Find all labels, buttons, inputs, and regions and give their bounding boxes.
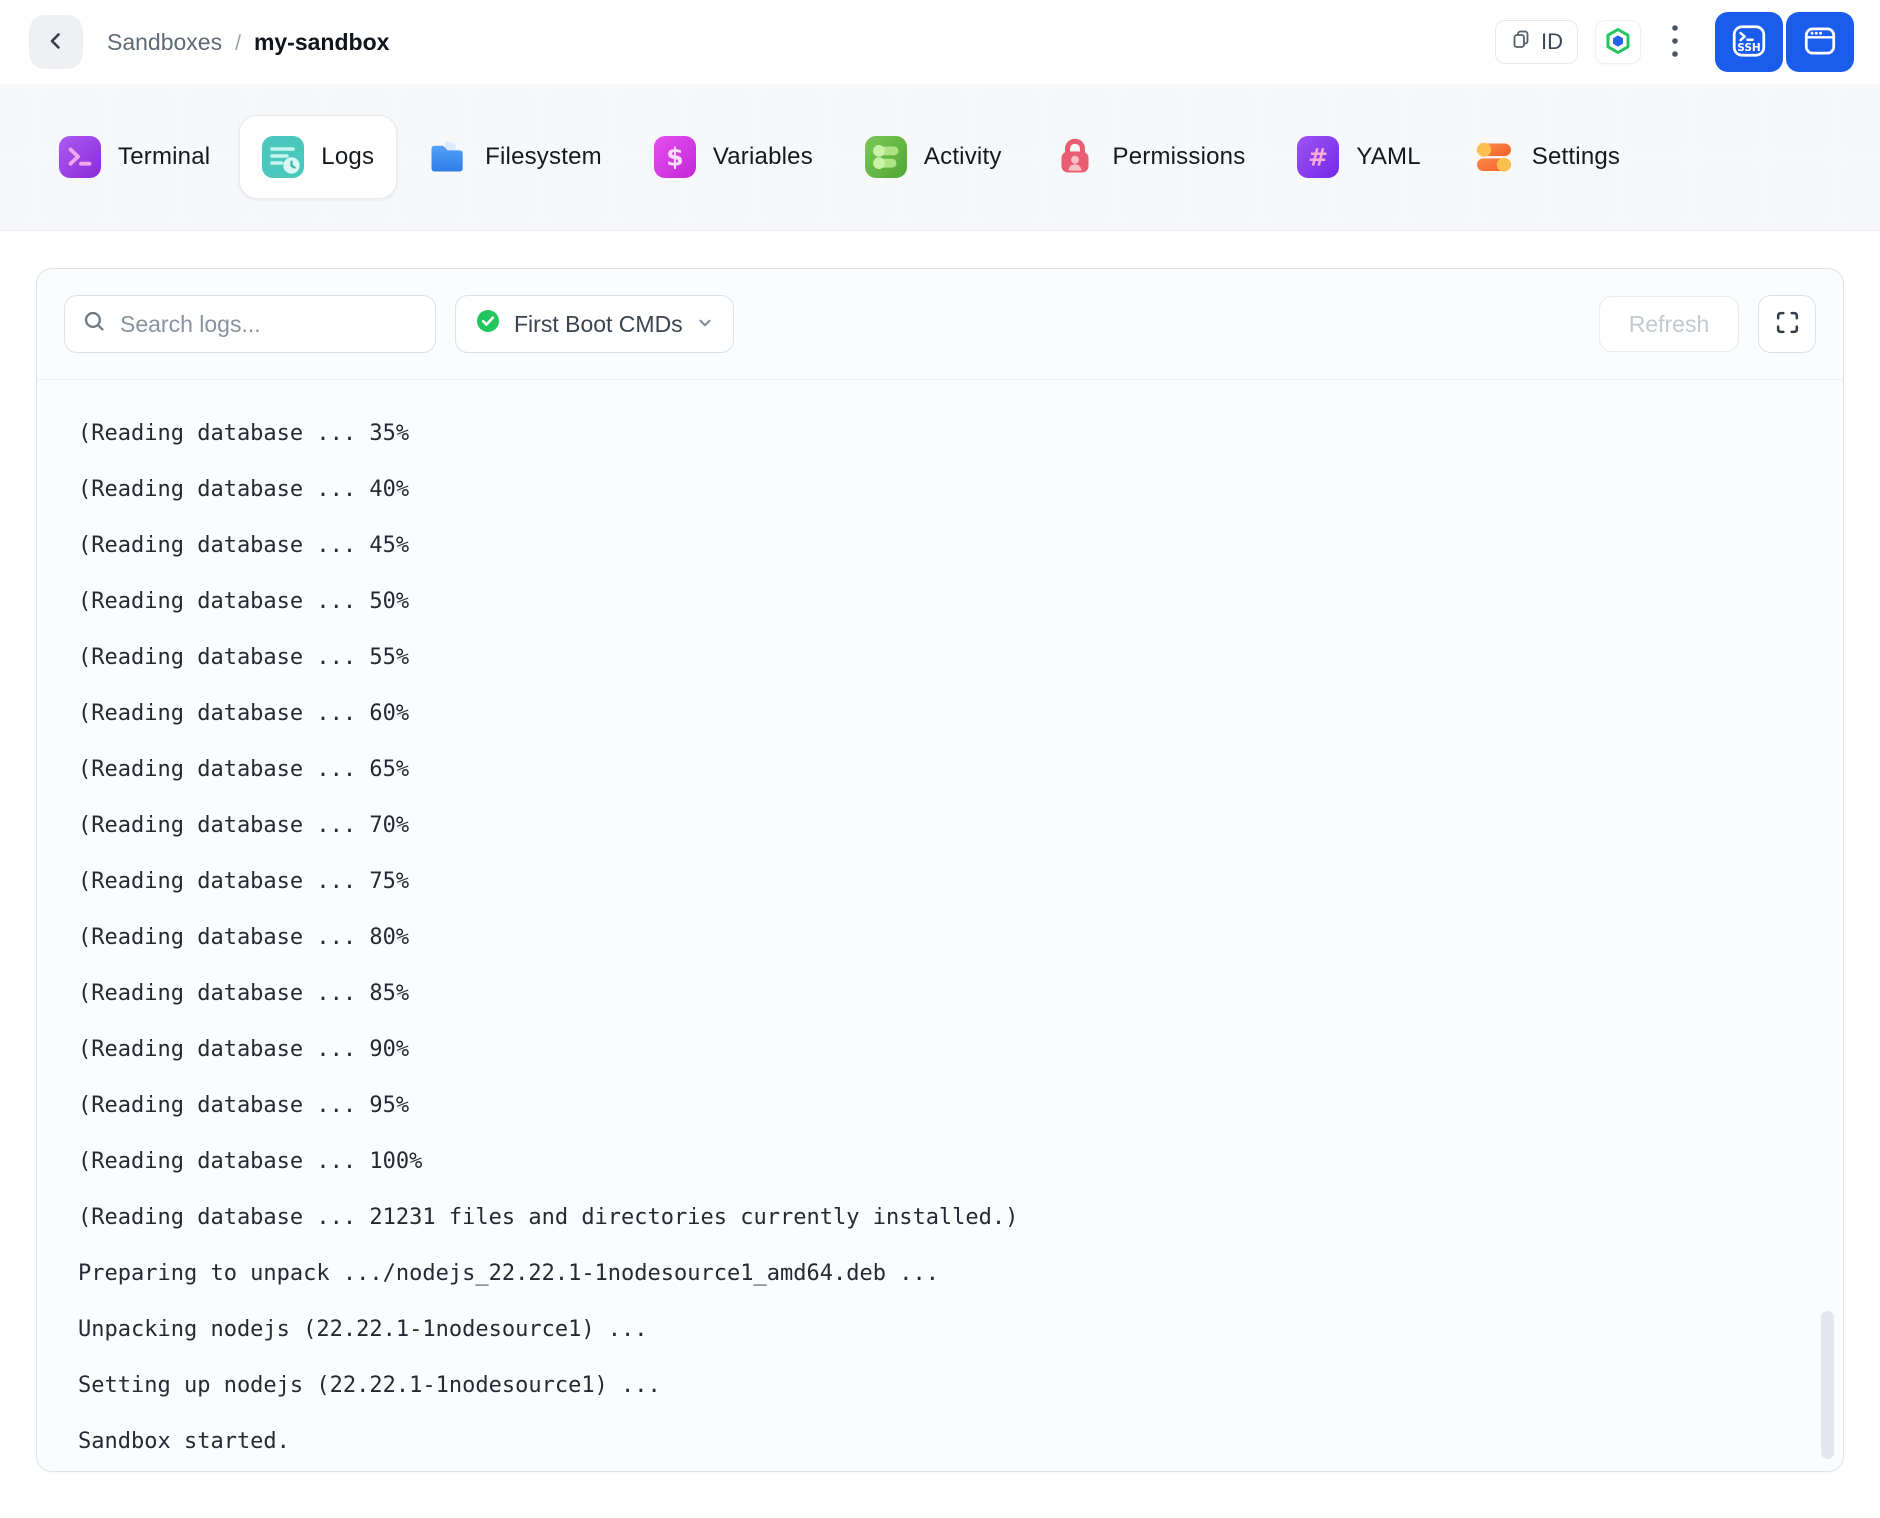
tab-logs[interactable]: Logs bbox=[239, 115, 398, 199]
tab-filesystem[interactable]: Filesystem bbox=[403, 115, 625, 199]
log-line: Unpacking nodejs (22.22.1-1nodesource1) … bbox=[78, 1316, 648, 1342]
ssh-button[interactable]: SSH bbox=[1715, 12, 1783, 72]
browser-window-icon bbox=[1801, 22, 1839, 63]
search-icon bbox=[82, 309, 107, 339]
svg-text:SSH: SSH bbox=[1737, 42, 1761, 54]
logs-panel: First Boot CMDs Refresh bbox=[36, 268, 1844, 1472]
check-circle-icon bbox=[475, 308, 501, 340]
copy-id-button[interactable]: ID bbox=[1495, 20, 1578, 64]
log-source-dropdown[interactable]: First Boot CMDs bbox=[455, 295, 734, 353]
chevron-down-icon bbox=[696, 311, 714, 338]
hexagon-status-icon bbox=[1604, 27, 1632, 58]
breadcrumb-separator: / bbox=[235, 31, 241, 55]
top-header: Sandboxes / my-sandbox ID bbox=[0, 0, 1880, 84]
tab-yaml[interactable]: # YAML bbox=[1274, 115, 1443, 199]
fullscreen-button[interactable] bbox=[1758, 295, 1816, 353]
tab-yaml-label: YAML bbox=[1356, 143, 1421, 170]
tab-logs-label: Logs bbox=[321, 143, 375, 170]
breadcrumb: Sandboxes / my-sandbox bbox=[107, 29, 389, 56]
log-line: (Reading database ... 45% bbox=[78, 532, 410, 558]
variables-icon: $ bbox=[653, 136, 696, 178]
log-source-label: First Boot CMDs bbox=[514, 310, 683, 337]
yaml-hash-icon: # bbox=[1297, 136, 1340, 178]
log-line: (Reading database ... 55% bbox=[78, 644, 410, 670]
copy-id-label: ID bbox=[1541, 29, 1563, 54]
breadcrumb-sandboxes[interactable]: Sandboxes bbox=[107, 28, 223, 55]
filesystem-icon bbox=[426, 136, 468, 178]
tab-settings-label: Settings bbox=[1531, 143, 1621, 170]
svg-text:#: # bbox=[1308, 144, 1328, 172]
tab-activity-label: Activity bbox=[923, 143, 1002, 170]
kebab-menu-icon bbox=[1671, 23, 1679, 62]
log-line: (Reading database ... 75% bbox=[78, 868, 410, 894]
log-line: Preparing to unpack .../nodejs_22.22.1-1… bbox=[78, 1260, 939, 1286]
log-line: (Reading database ... 35% bbox=[78, 420, 410, 446]
quick-action-group: SSH bbox=[1715, 12, 1854, 72]
log-line: (Reading database ... 21231 files and di… bbox=[78, 1204, 1019, 1230]
chevron-left-icon bbox=[44, 29, 68, 56]
log-line: (Reading database ... 40% bbox=[78, 476, 410, 502]
tab-filesystem-label: Filesystem bbox=[485, 143, 602, 170]
activity-icon bbox=[864, 136, 907, 178]
log-line: (Reading database ... 80% bbox=[78, 924, 410, 950]
fullscreen-icon bbox=[1774, 309, 1801, 339]
log-line: (Reading database ... 60% bbox=[78, 700, 410, 726]
sandbox-app: Sandboxes / my-sandbox ID bbox=[0, 0, 1880, 1472]
svg-text:$: $ bbox=[666, 143, 683, 172]
log-line: (Reading database ... 85% bbox=[78, 980, 410, 1006]
log-line: (Reading database ... 70% bbox=[78, 812, 410, 838]
log-line: (Reading database ... 65% bbox=[78, 756, 410, 782]
logs-toolbar: First Boot CMDs Refresh bbox=[37, 269, 1843, 380]
header-actions: ID bbox=[1495, 12, 1854, 72]
refresh-button[interactable]: Refresh bbox=[1599, 296, 1739, 352]
search-logs-input[interactable] bbox=[120, 310, 418, 338]
tab-permissions-label: Permissions bbox=[1112, 143, 1246, 170]
tab-variables-label: Variables bbox=[712, 143, 813, 170]
log-output: (Reading database ... 35% (Reading datab… bbox=[37, 380, 1843, 1469]
log-line: Sandbox started. bbox=[78, 1428, 290, 1454]
main-content: First Boot CMDs Refresh bbox=[0, 231, 1880, 1472]
tab-settings[interactable]: Settings bbox=[1450, 115, 1643, 199]
section-tabbar: Terminal Logs bbox=[0, 84, 1880, 231]
tab-activity[interactable]: Activity bbox=[842, 115, 1025, 199]
terminal-icon bbox=[59, 136, 101, 178]
tab-terminal[interactable]: Terminal bbox=[36, 115, 233, 199]
log-scrollbar-thumb[interactable] bbox=[1821, 1311, 1834, 1459]
copy-icon bbox=[1510, 28, 1532, 56]
logs-icon bbox=[262, 136, 305, 178]
ssh-terminal-icon: SSH bbox=[1730, 22, 1768, 63]
permissions-lock-icon bbox=[1054, 136, 1096, 178]
log-search bbox=[64, 295, 436, 353]
log-line: (Reading database ... 90% bbox=[78, 1036, 410, 1062]
log-line: (Reading database ... 95% bbox=[78, 1092, 410, 1118]
health-status-button[interactable] bbox=[1595, 20, 1641, 64]
back-button[interactable] bbox=[29, 15, 83, 69]
open-preview-button[interactable] bbox=[1786, 12, 1854, 72]
more-options-button[interactable] bbox=[1658, 19, 1692, 65]
log-line: (Reading database ... 100% bbox=[78, 1148, 423, 1174]
tab-variables[interactable]: $ Variables bbox=[631, 115, 836, 199]
breadcrumb-current: my-sandbox bbox=[253, 28, 390, 55]
tab-terminal-label: Terminal bbox=[118, 143, 211, 170]
log-line: Setting up nodejs (22.22.1-1nodesource1)… bbox=[78, 1372, 661, 1398]
settings-sliders-icon bbox=[1473, 136, 1515, 178]
tab-permissions[interactable]: Permissions bbox=[1031, 115, 1269, 199]
log-line: (Reading database ... 50% bbox=[78, 588, 410, 614]
